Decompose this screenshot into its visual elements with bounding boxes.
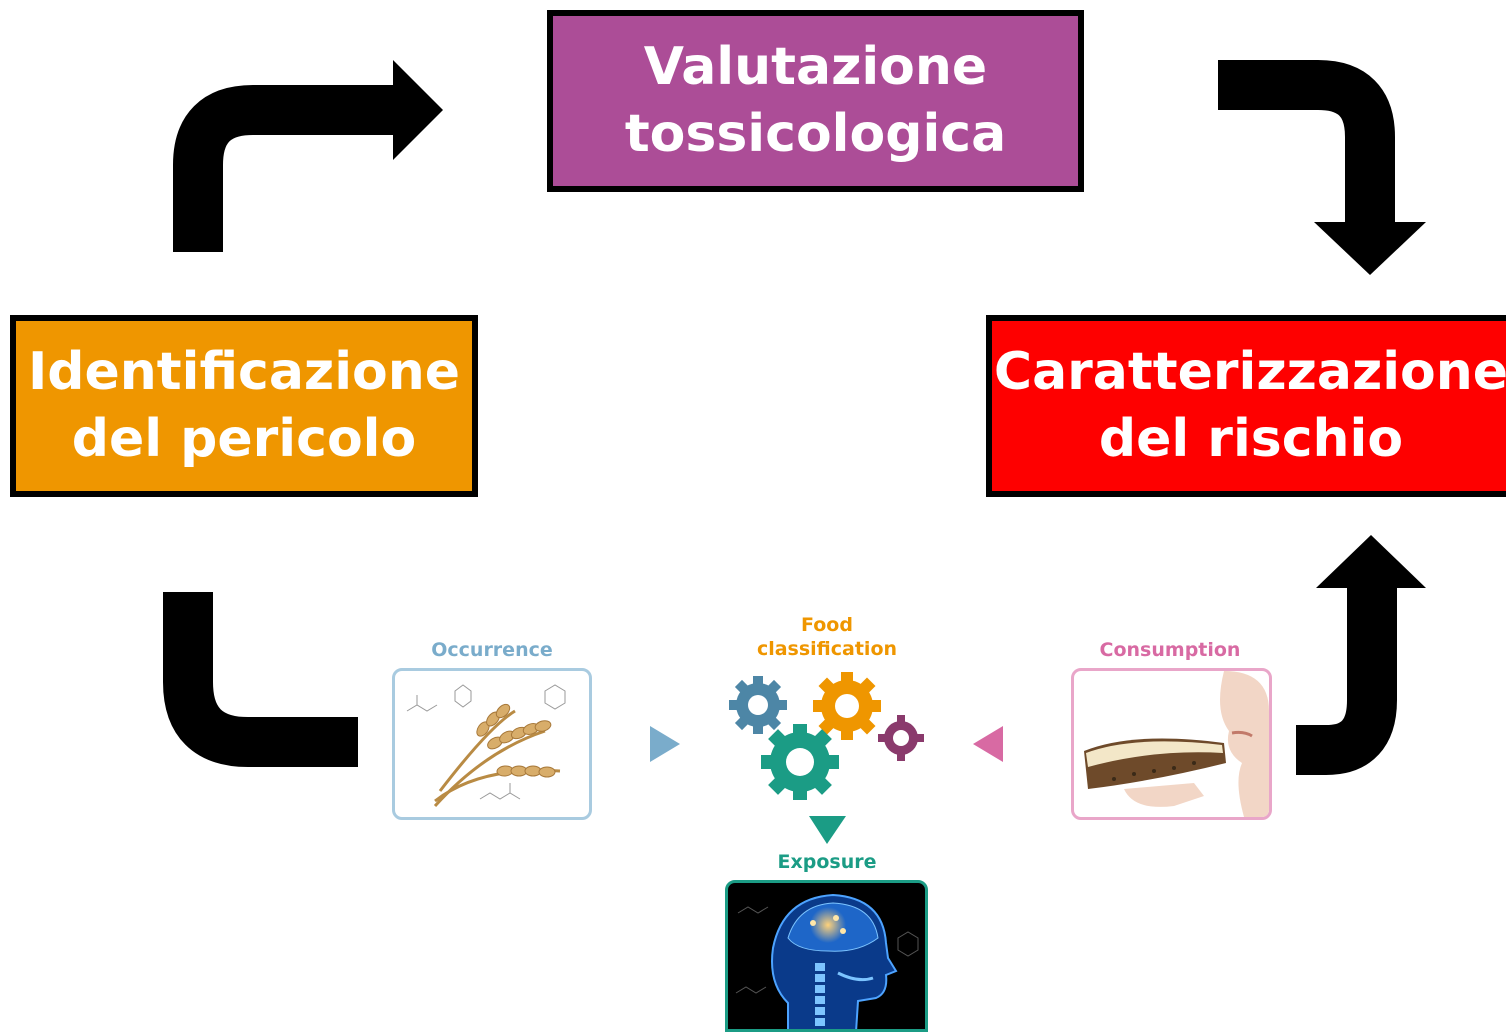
consumption-panel: [1071, 668, 1272, 820]
caratterizzazione-line2: del rischio: [1098, 409, 1404, 469]
exposure-label: Exposure: [777, 851, 877, 873]
consumption-label: Consumption: [1099, 639, 1241, 661]
food-label-line2: classification: [756, 638, 898, 660]
brain-head-icon: [735, 893, 919, 1029]
identificazione-line2: del pericolo: [71, 409, 417, 469]
exposure-panel: [725, 880, 928, 1032]
occurrence-panel: [392, 668, 592, 820]
bread-eating-icon: [1084, 671, 1269, 817]
caratterizzazione-rischio-box: Caratterizzazione del rischio: [986, 315, 1506, 497]
gear-orange: [813, 672, 881, 740]
arrow-consumption-to-food: [973, 726, 1003, 762]
arrow-occurrence-to-food: [650, 726, 680, 762]
valutazione-line2: tossicologica: [624, 104, 1007, 164]
arrow-identificazione-to-valutazione: [173, 60, 443, 252]
identificazione-line1: Identificazione: [27, 342, 461, 403]
chemical-structure-icon: [735, 906, 919, 994]
arrow-consumption-to-caratterizzazione: [1296, 535, 1426, 775]
arrow-valutazione-to-caratterizzazione: [1218, 60, 1426, 275]
food-label-line1: Food: [801, 614, 853, 636]
gear-purple: [878, 715, 924, 761]
gear-teal: [761, 724, 839, 800]
caratterizzazione-line1: Caratterizzazione: [993, 342, 1506, 403]
arrow-food-to-exposure: [809, 816, 846, 844]
identificazione-pericolo-box: Identificazione del pericolo: [10, 315, 478, 497]
wheat-icon: [406, 684, 566, 808]
valutazione-line1: Valutazione: [643, 37, 988, 98]
occurrence-label: Occurrence: [431, 639, 553, 661]
chemical-structure-icon: [406, 684, 566, 800]
gears-icon: [729, 672, 924, 800]
gear-blue: [729, 676, 787, 734]
food-classification-label: Food classification: [730, 613, 924, 661]
valutazione-tossicologica-box: Valutazione tossicologica: [547, 10, 1084, 192]
arrow-occurrence-from-identificazione: [163, 592, 358, 767]
